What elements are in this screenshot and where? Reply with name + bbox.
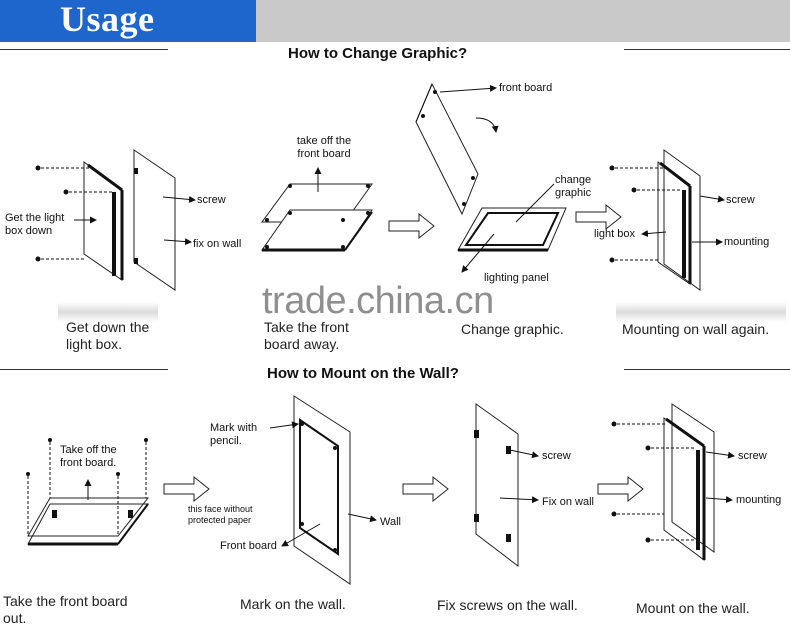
label-front-board: front board [499, 82, 553, 94]
label-change-graphic: change graphic [555, 174, 592, 199]
caption-s2-step1: Take the front board out. [3, 593, 128, 626]
caption-step4: Mounting on wall again. [622, 321, 770, 337]
caption-step2: Take the front board away. [264, 319, 349, 352]
label-take-off-front-board: take off the front board [296, 135, 352, 160]
label-screw-3: screw [542, 450, 571, 462]
step-arrows-row2 [163, 475, 644, 503]
watermark-band-1 [58, 302, 158, 322]
label-wall: Wall [380, 516, 401, 528]
s2-step2-drawing [269, 395, 377, 585]
rule-left-2 [0, 369, 168, 370]
caption-s2-step3: Fix screws on the wall. [437, 597, 578, 613]
label-this-face: this face without protected paper [188, 504, 253, 525]
caption-step1: Get down the light box. [66, 319, 150, 352]
label-fix-on-wall-1: fix on wall [193, 238, 242, 250]
watermark-band-2 [616, 302, 786, 322]
step2-front-board-drawing [261, 167, 373, 252]
caption-s2-step4: Mount on the wall. [636, 600, 750, 616]
label-screw-1: screw [197, 194, 226, 206]
caption-step3: Change graphic. [461, 321, 564, 337]
label-screw-4: screw [738, 450, 767, 462]
s2-step4-drawing [611, 403, 735, 561]
label-mark-with-pencil: Mark with pencil. [210, 422, 258, 447]
rule-right-2 [624, 369, 790, 370]
header-accent [0, 0, 256, 42]
watermark-text: trade.china.cn [262, 280, 494, 322]
caption-s2-step2: Mark on the wall. [240, 596, 346, 612]
label-take-off-front-board-2: Take off the front board. [60, 444, 117, 469]
rule-right-1 [624, 49, 790, 50]
label-front-board-2: Front board [220, 540, 277, 552]
label-screw-2: screw [726, 194, 755, 206]
label-lighting-panel: lighting panel [484, 272, 549, 284]
page-title: Usage [60, 0, 155, 39]
label-fix-on-wall-2: Fix on wall [542, 496, 594, 508]
section-title-mount-on-wall: How to Mount on the Wall? [267, 365, 459, 382]
s2-step3-drawing [474, 403, 539, 568]
step3-change-graphic-drawing [415, 82, 567, 273]
label-light-box: light box [594, 228, 635, 240]
section-title-change-graphic: How to Change Graphic? [288, 45, 468, 62]
rule-left-1 [0, 49, 168, 50]
step1-lightbox-drawing [35, 149, 196, 291]
label-get-light-box-down: Get the light box down [5, 212, 65, 237]
label-mounting-2: mounting [736, 494, 782, 506]
step-arrows-row1 [388, 203, 622, 240]
step4-mount-again-drawing [609, 149, 725, 291]
label-mounting-1: mounting [724, 236, 770, 248]
s2-step1-drawing [26, 438, 150, 546]
